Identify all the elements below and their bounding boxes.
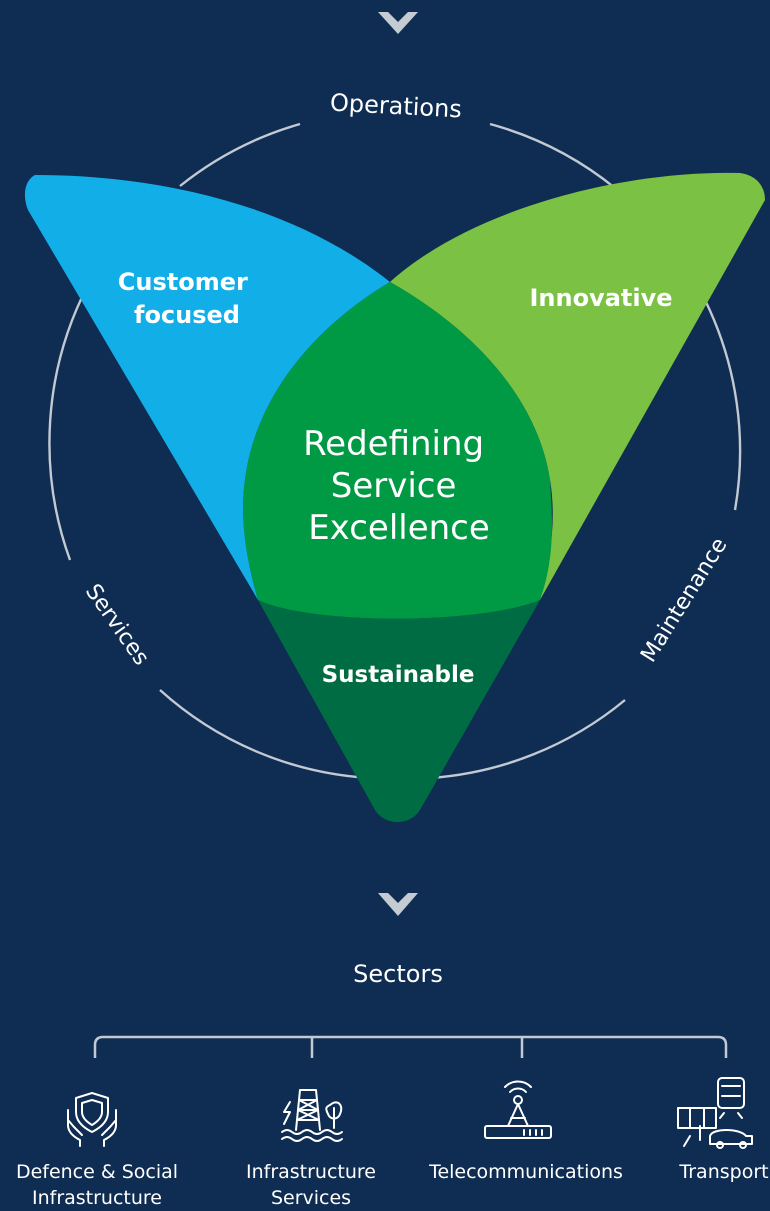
innovative-petal bbox=[390, 172, 765, 601]
shield-hands-icon bbox=[67, 1092, 117, 1147]
center-lens bbox=[243, 282, 552, 619]
sector-bracket bbox=[93, 1035, 728, 1058]
sectors-title: Sectors bbox=[353, 960, 443, 988]
down-arrow-icon bbox=[378, 12, 418, 34]
sector-defence-label: Defence & Social Infrastructure bbox=[15, 1161, 179, 1209]
customer-focused-label: Customer focused bbox=[118, 268, 256, 329]
down-arrow-icon bbox=[378, 893, 418, 916]
train-car-icon bbox=[677, 1077, 753, 1149]
power-water-tree-icon bbox=[281, 1089, 343, 1142]
sector-telecommunications-label: Telecommunications bbox=[429, 1161, 623, 1183]
sector-transport-label: Transport bbox=[679, 1161, 769, 1183]
ring-label-operations: Operations bbox=[329, 89, 462, 124]
customer-focused-petal bbox=[24, 175, 390, 600]
cycle-ring bbox=[48, 122, 742, 780]
sector-infrastructure-label: Infrastructure Services bbox=[245, 1161, 376, 1209]
innovative-label: Innovative bbox=[529, 284, 672, 312]
sustainable-petal bbox=[258, 600, 540, 822]
ring-label-maintenance: Maintenance bbox=[636, 534, 732, 667]
center-title: Redefining Service Excellence bbox=[303, 424, 495, 548]
sustainable-label: Sustainable bbox=[322, 662, 475, 688]
antenna-router-icon bbox=[484, 1080, 552, 1139]
ring-label-services: Services bbox=[80, 580, 154, 670]
